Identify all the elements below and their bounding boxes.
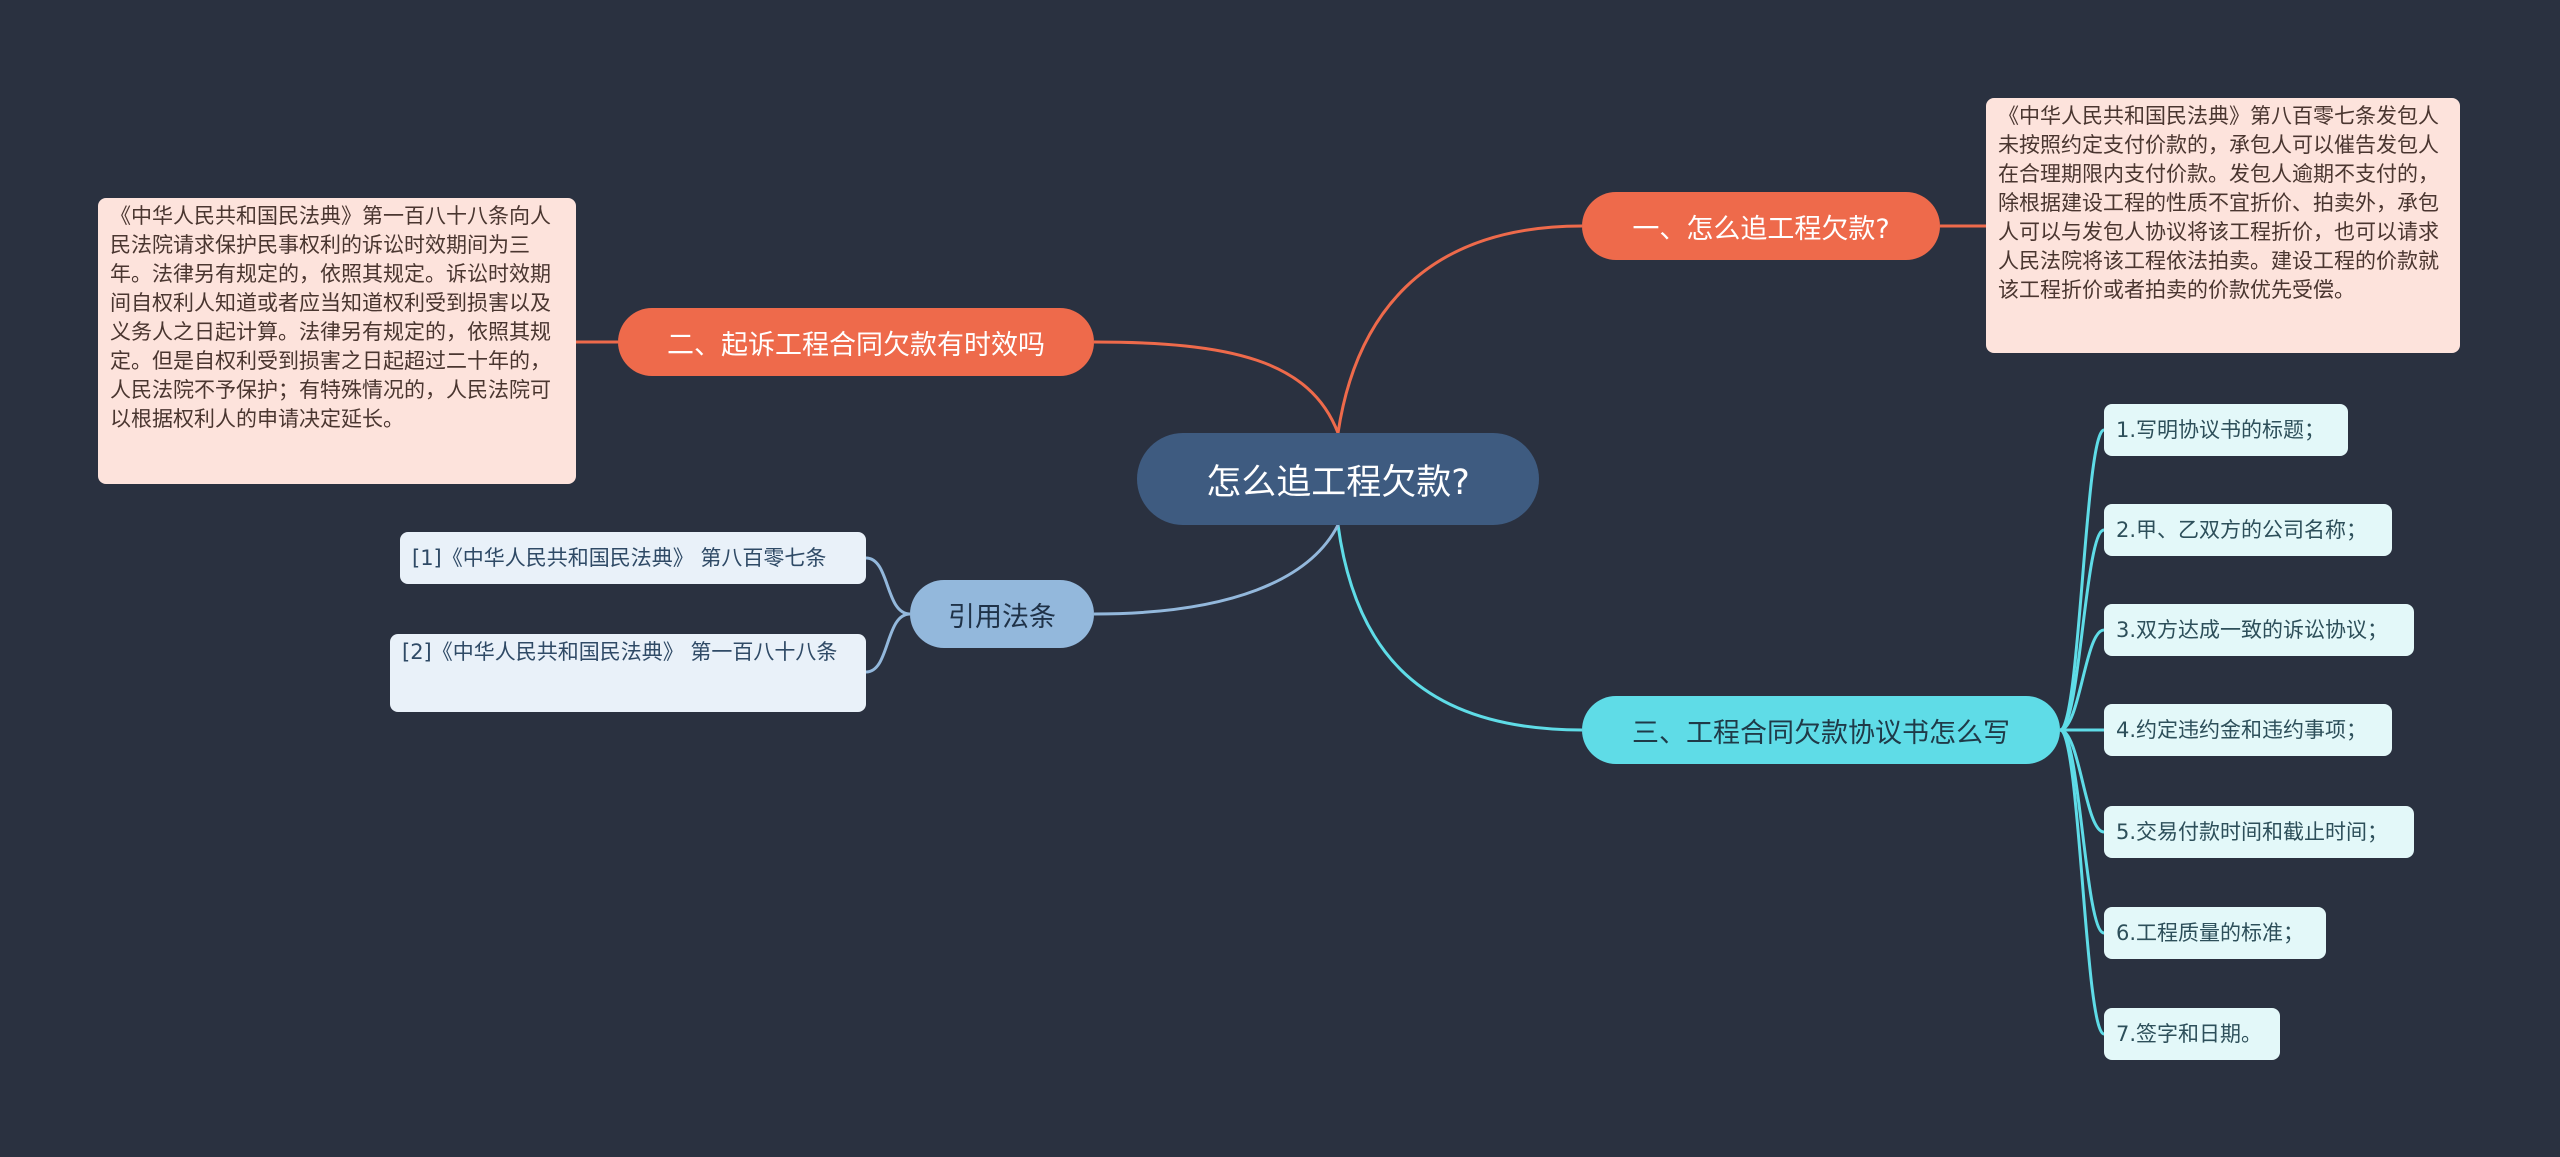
leaf-citation-807: [1]《中华人民共和国民法典》 第八百零七条 [400,532,866,584]
leaf-agreement-item: 3.双方达成一致的诉讼协议； [2104,604,2414,656]
branch-limitation-period[interactable]: 二、起诉工程合同欠款有时效吗 [618,308,1094,376]
leaf-agreement-item: 5.交易付款时间和截止时间； [2104,806,2414,858]
link-root-b1 [1336,224,1583,434]
link-b3-item1 [2058,428,2106,732]
branch-how-to-recover-debt[interactable]: 一、怎么追工程欠款? [1582,192,1940,260]
link-root-b2 [1093,340,1340,434]
link-b3-item6 [2059,728,2105,935]
link-b4-item2 [865,612,911,674]
link-root-b4 [1093,524,1340,616]
leaf-agreement-item: 1.写明协议书的标题； [2104,404,2348,456]
root-node[interactable]: 怎么追工程欠款? [1137,433,1539,525]
leaf-agreement-item: 6.工程质量的标准； [2104,907,2326,959]
link-root-b3 [1336,524,1583,732]
link-b3-item3 [2059,628,2105,732]
branch-cited-laws[interactable]: 引用法条 [910,580,1094,648]
leaf-agreement-item: 7.签字和日期。 [2104,1008,2280,1060]
link-b4-item1 [865,556,911,616]
leaf-citation-188: [2]《中华人民共和国民法典》 第一百八十八条 [390,634,866,712]
leaf-article-188-text: 《中华人民共和国民法典》第一百八十八条向人民法院请求保护民事权利的诉讼时效期间为… [98,198,576,484]
link-b3-item2 [2059,528,2105,732]
link-b3-item7 [2058,728,2106,1036]
branch-agreement-writing[interactable]: 三、工程合同欠款协议书怎么写 [1582,696,2060,764]
leaf-agreement-item: 2.甲、乙双方的公司名称； [2104,504,2392,556]
leaf-article-807-text: 《中华人民共和国民法典》第八百零七条发包人未按照约定支付价款的，承包人可以催告发… [1986,98,2460,353]
leaf-agreement-item: 4.约定违约金和违约事项； [2104,704,2392,756]
